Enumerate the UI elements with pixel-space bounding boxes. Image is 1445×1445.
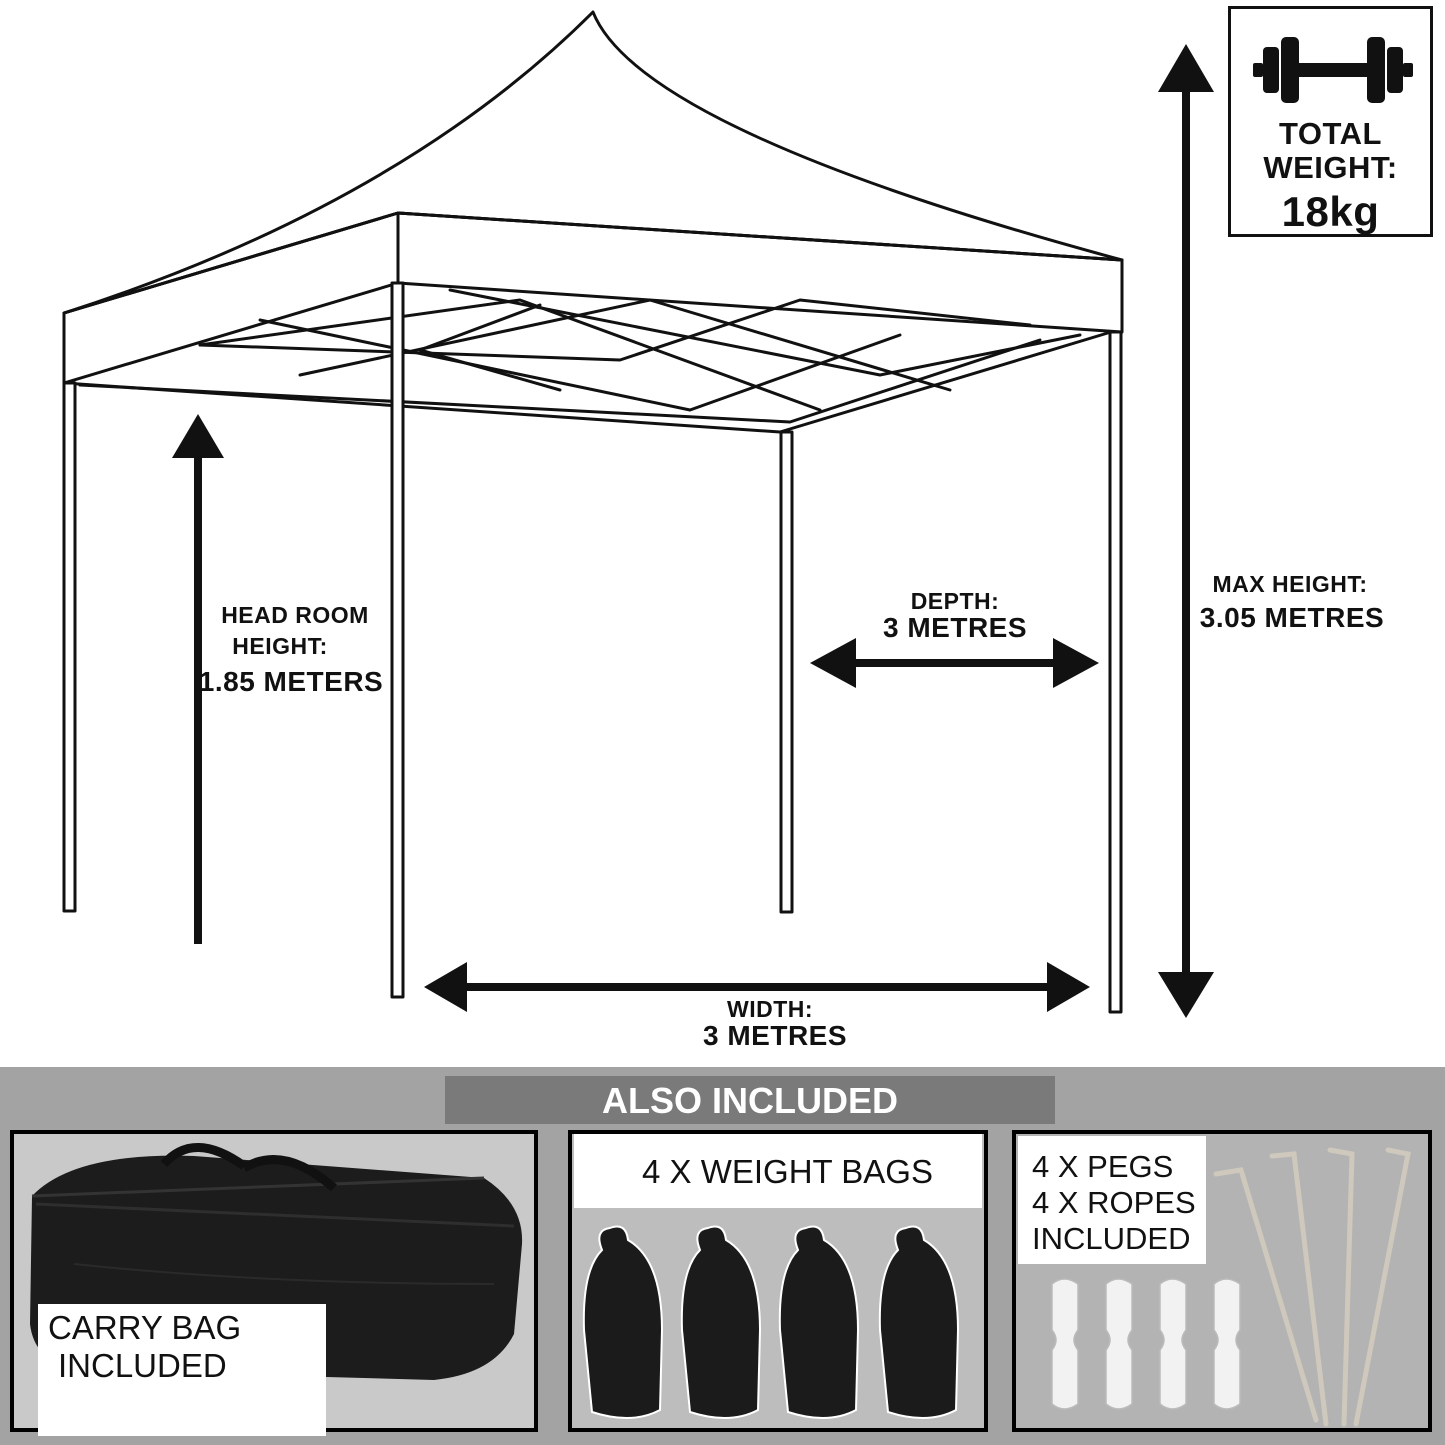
headroom-value: 1.85 METERS xyxy=(198,666,384,697)
width-value: 3 METRES xyxy=(702,1020,848,1051)
weight-bags-caption: 4 X WEIGHT BAGS xyxy=(642,1153,933,1190)
gazebo-leg-back-right xyxy=(779,430,794,914)
weight-bag xyxy=(878,1225,960,1420)
weight-bag xyxy=(778,1225,860,1420)
weight-bag xyxy=(582,1225,664,1420)
pegs-caption-line3: INCLUDED xyxy=(1032,1221,1191,1256)
weight-bags-panel: 4 X WEIGHT BAGS xyxy=(568,1130,988,1432)
gazebo-leg-front-right xyxy=(1108,330,1123,1014)
rope-coil xyxy=(1051,1278,1079,1410)
pegs-caption-line2: 4 X ROPES xyxy=(1032,1185,1196,1220)
max-height-value: 3.05 METRES xyxy=(1199,602,1385,633)
max-height-arrow xyxy=(1158,44,1214,1018)
tent-peg xyxy=(1269,1151,1329,1427)
also-included-header: ALSO INCLUDED xyxy=(445,1076,1055,1124)
depth-value: 3 METRES xyxy=(882,612,1028,643)
weight-bags-image xyxy=(582,1225,960,1420)
tent-peg xyxy=(1327,1147,1355,1427)
total-weight-label-line2: WEIGHT: xyxy=(1263,150,1398,185)
carry-bag-caption-line2: INCLUDED xyxy=(58,1347,227,1384)
total-weight-value: 18kg xyxy=(1281,188,1380,235)
tent-peg xyxy=(1353,1147,1411,1427)
gazebo-leg-front-left xyxy=(62,381,77,913)
headroom-arrow xyxy=(172,414,224,944)
carry-bag-panel: CARRY BAG INCLUDED xyxy=(10,1130,538,1436)
tent-peg xyxy=(1213,1167,1319,1423)
rope-coil xyxy=(1105,1278,1133,1410)
width-arrow xyxy=(424,962,1090,1012)
pegs-ropes-image xyxy=(1051,1147,1411,1427)
pegs-ropes-panel: 4 X PEGS 4 X ROPES INCLUDED xyxy=(1012,1130,1432,1432)
headroom-label-line1: HEAD ROOM xyxy=(221,602,369,628)
depth-label: DEPTH: xyxy=(910,588,1000,614)
weight-bag xyxy=(680,1225,762,1420)
gazebo-leg-front-middle xyxy=(390,281,405,999)
rope-coil xyxy=(1159,1278,1187,1410)
dumbbell-icon xyxy=(1253,37,1413,103)
width-label: WIDTH: xyxy=(726,996,814,1022)
total-weight-label-line1: TOTAL xyxy=(1279,116,1382,151)
gazebo-roof xyxy=(62,10,1124,315)
carry-bag-caption-line1: CARRY BAG xyxy=(48,1309,242,1346)
max-height-label: MAX HEIGHT: xyxy=(1212,571,1368,597)
pegs-caption-line1: 4 X PEGS xyxy=(1032,1149,1174,1184)
headroom-label-line2: HEIGHT: xyxy=(232,633,328,659)
depth-arrow xyxy=(810,638,1099,688)
total-weight-box: TOTAL WEIGHT: 18kg xyxy=(1228,6,1433,237)
rope-coil xyxy=(1213,1278,1241,1410)
